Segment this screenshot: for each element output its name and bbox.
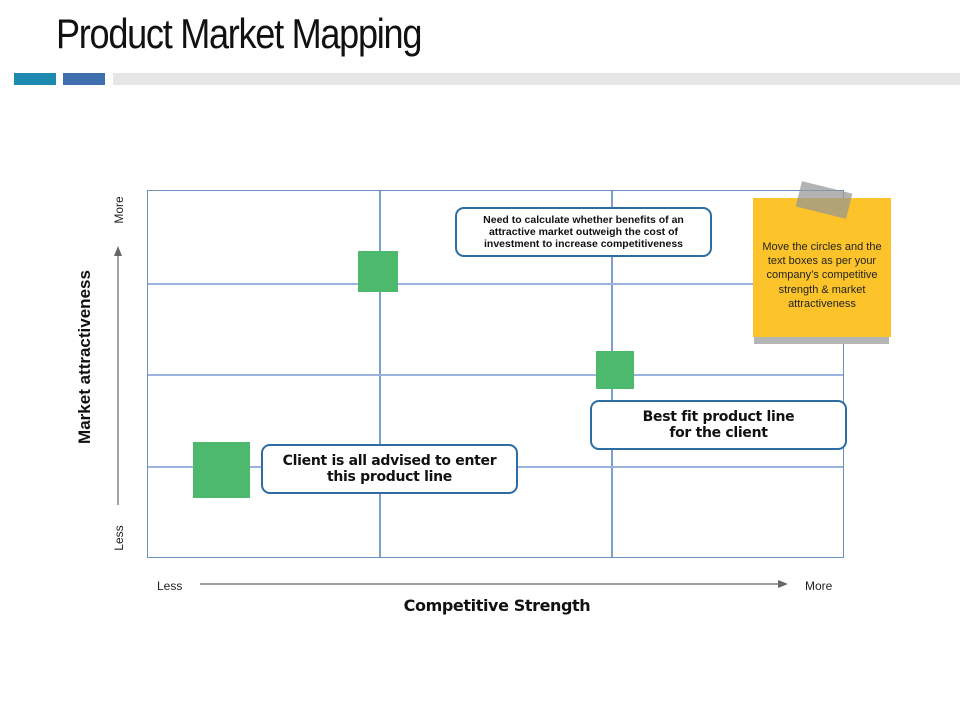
callout-middle[interactable]: Best fit product line for the client (590, 400, 847, 450)
sticky-note-text: Move the circles and the text boxes as p… (762, 241, 882, 310)
grid-line-horizontal (148, 283, 843, 285)
accent-bar-blue (63, 73, 105, 85)
callout-top[interactable]: Need to calculate whether benefits of an… (455, 207, 712, 257)
accent-bar-teal (14, 73, 56, 85)
product-marker-middle[interactable] (596, 351, 634, 389)
y-axis-high-label: More (112, 196, 126, 224)
accent-bar-gray (113, 73, 960, 85)
y-axis-low-label: Less (112, 525, 126, 551)
y-axis-arrow (114, 246, 122, 505)
arrow-right-icon (778, 580, 788, 588)
arrow-up-icon (114, 246, 122, 256)
x-axis-high-label: More (805, 579, 833, 593)
sticky-note[interactable]: Move the circles and the text boxes as p… (753, 198, 891, 337)
callout-top-text: Need to calculate whether benefits of an… (483, 213, 684, 251)
x-axis-title: Competitive Strength (403, 596, 591, 615)
page-title: Product Market Mapping (56, 10, 422, 57)
callout-bottom-text: Client is all advised to enter this prod… (282, 452, 497, 485)
y-axis-title: Market attractiveness (75, 270, 94, 444)
product-marker-top[interactable] (358, 251, 398, 292)
callout-bottom[interactable]: Client is all advised to enter this prod… (261, 444, 518, 494)
x-axis-low-label: Less (157, 579, 183, 593)
callout-middle-text: Best fit product line for the client (642, 408, 795, 441)
product-marker-bottom[interactable] (193, 442, 250, 498)
grid-line-horizontal (148, 374, 843, 376)
x-axis-arrow (200, 580, 788, 588)
